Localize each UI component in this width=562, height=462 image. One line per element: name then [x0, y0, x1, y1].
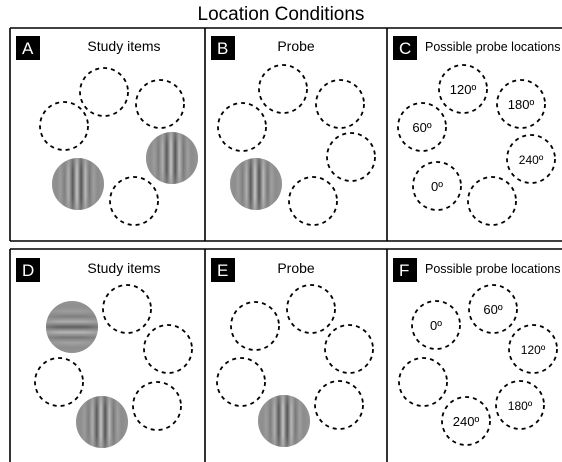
panel-e-label-box [211, 258, 235, 282]
location-label-240: 240º [453, 414, 480, 429]
location-label-240: 240º [519, 153, 544, 167]
dashed-circle-icon [397, 102, 447, 152]
location-label-60: 60º [412, 120, 431, 135]
panel-b-placeholders [217, 64, 376, 226]
panel-a: A Study items [16, 36, 198, 226]
panel-f-label-box [393, 258, 417, 282]
panel-f-label: F [399, 261, 409, 280]
dashed-circle-icon [326, 132, 376, 182]
panel-d-placeholders [34, 284, 193, 431]
gabor-patch-icon [146, 132, 198, 184]
panel-e-title: Probe [277, 260, 315, 276]
dashed-circle-icon [79, 67, 129, 117]
panel-b-label: B [217, 39, 228, 58]
dashed-circle-icon [135, 79, 185, 129]
panel-a-placeholders [39, 67, 185, 226]
location-label-120: 120º [450, 82, 477, 97]
panel-e-label: E [217, 261, 228, 280]
panel-e: E Probe [211, 258, 374, 447]
dashed-circle-icon [39, 101, 89, 151]
panel-d: D Study items [16, 258, 193, 448]
panel-c-label-box [393, 36, 417, 60]
dashed-circle-icon [467, 176, 517, 226]
panel-e-placeholders [216, 284, 374, 430]
dashed-circle-icon [506, 134, 556, 184]
panel-a-title: Study items [87, 38, 160, 54]
gabor-patch-icon [52, 158, 104, 210]
figure-title: Location Conditions [197, 4, 365, 25]
panel-b-title: Probe [277, 38, 315, 54]
panel-d-label: D [22, 261, 34, 280]
dashed-circle-icon [412, 161, 462, 211]
panel-c-title: Possible probe locations [425, 40, 561, 54]
panel-d-label-box [16, 258, 40, 282]
location-label-0: 0º [431, 179, 443, 194]
dashed-circle-icon [286, 284, 336, 334]
location-label-60: 60º [483, 302, 502, 317]
dashed-circle-icon [324, 324, 374, 374]
gabor-patch-icon [46, 301, 98, 353]
dashed-circle-icon [216, 357, 266, 407]
panel-c: C Possible probe locations 120º 180º 60º… [393, 36, 561, 226]
dashed-circle-icon [102, 284, 152, 334]
panel-f: F Possible probe locations 60º 0º 120º 1… [393, 258, 561, 446]
row-1-frame [9, 27, 562, 242]
location-label-120: 120º [521, 343, 546, 357]
panel-c-label: C [399, 39, 411, 58]
panel-d-title: Study items [87, 260, 160, 276]
location-label-180: 180º [508, 97, 535, 112]
dashed-circle-icon [34, 357, 84, 407]
dashed-circle-icon [217, 102, 267, 152]
gabor-patch-icon [76, 396, 128, 448]
dashed-circle-icon [132, 381, 182, 431]
dashed-circle-icon [230, 301, 280, 351]
dashed-circle-icon [411, 300, 461, 350]
panel-f-title: Possible probe locations [425, 262, 561, 276]
panel-c-placeholders [397, 64, 556, 226]
location-label-0: 0º [430, 318, 442, 333]
panel-f-placeholders [398, 284, 558, 446]
dashed-circle-icon [496, 79, 546, 129]
dashed-circle-icon [288, 176, 338, 226]
row-2-frame [9, 248, 562, 462]
dashed-circle-icon [438, 64, 488, 114]
panel-b-label-box [211, 36, 235, 60]
dashed-circle-icon [508, 324, 558, 374]
location-label-180: 180º [508, 399, 533, 413]
dashed-circle-icon [441, 396, 491, 446]
dashed-circle-icon [109, 176, 159, 226]
gabor-patch-icon [258, 395, 310, 447]
panel-a-label-box [16, 36, 40, 60]
dashed-circle-icon [315, 79, 365, 129]
dashed-circle-icon [468, 284, 518, 334]
dashed-circle-icon [143, 324, 193, 374]
dashed-circle-icon [258, 64, 308, 114]
gabor-patch-icon [230, 158, 282, 210]
dashed-circle-icon [314, 380, 364, 430]
panel-b: B Probe [211, 36, 376, 226]
dashed-circle-icon [398, 357, 448, 407]
panel-a-label: A [22, 39, 34, 58]
dashed-circle-icon [495, 380, 545, 430]
